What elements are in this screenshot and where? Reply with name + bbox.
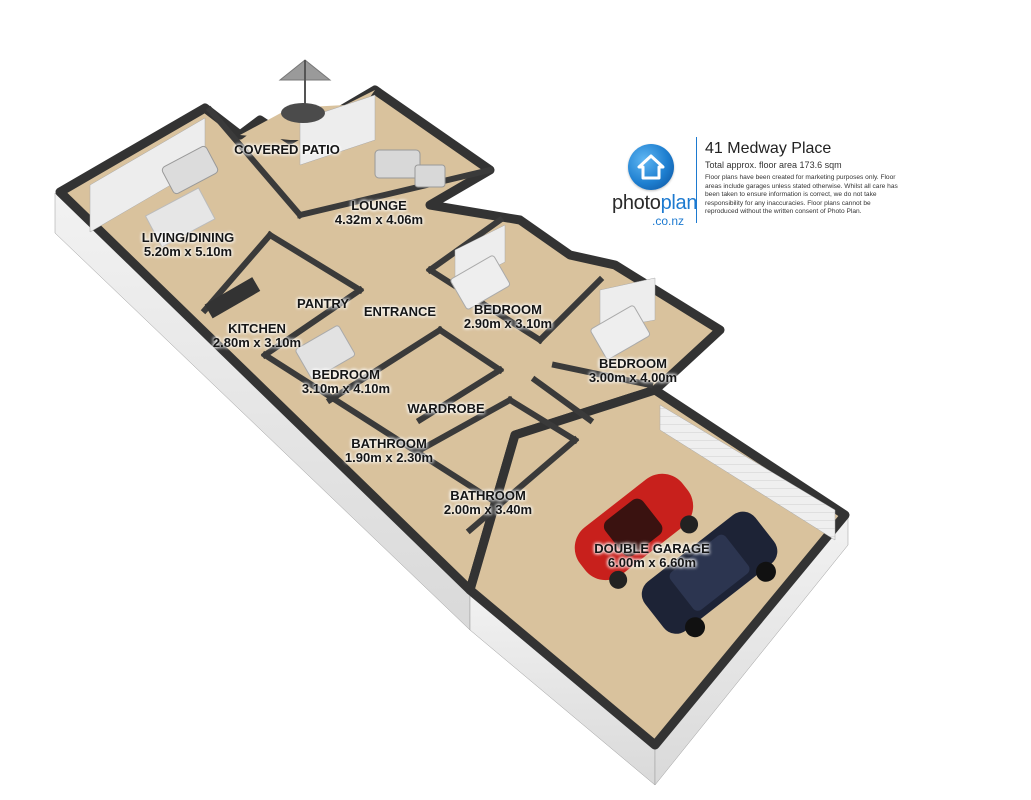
brand-name-prefix: photo — [612, 192, 661, 214]
brand-name-suffix: plan — [660, 192, 698, 214]
room-size: 2.90m x 3.10m — [463, 316, 553, 331]
room-name: PANTRY — [297, 296, 349, 311]
brand-tld: .co.nz — [652, 214, 685, 228]
header-divider — [696, 137, 697, 223]
room-name: DOUBLE GARAGE — [594, 541, 710, 556]
room-name: LOUNGE — [351, 198, 407, 213]
room-label-covered-patio: COVERED PATIO — [234, 143, 340, 157]
room-label-bedroom-3: BEDROOM 3.10m x 4.10m — [302, 368, 390, 396]
photoplan-brand: photoplan .co.nz — [612, 140, 702, 230]
room-size: 2.80m x 3.10m — [212, 335, 302, 350]
room-size: 1.90m x 2.30m — [344, 450, 434, 465]
room-label-bedroom-2: BEDROOM 3.00m x 4.00m — [589, 357, 677, 385]
house-icon — [628, 144, 674, 190]
room-label-bathroom-2: BATHROOM 2.00m x 3.40m — [444, 489, 532, 517]
room-name: KITCHEN — [228, 321, 286, 336]
kitchen-bench-icon — [204, 277, 261, 319]
room-label-living-dining: LIVING/DINING 5.20m x 5.10m — [142, 231, 234, 259]
room-label-lounge: LOUNGE 4.32m x 4.06m — [335, 199, 423, 227]
room-label-kitchen: KITCHEN 2.80m x 3.10m — [213, 322, 301, 350]
room-name: LIVING/DINING — [141, 230, 235, 245]
room-name: BEDROOM — [474, 302, 542, 317]
room-label-wardrobe: WARDROBE — [407, 402, 484, 416]
room-name: BATHROOM — [351, 436, 427, 451]
room-name: BEDROOM — [599, 356, 667, 371]
room-label-bathroom-1: BATHROOM 1.90m x 2.30m — [345, 437, 433, 465]
bed-icon — [295, 255, 651, 380]
room-name: COVERED PATIO — [234, 142, 340, 157]
room-name: WARDROBE — [407, 401, 485, 416]
room-size: 4.32m x 4.06m — [334, 212, 424, 227]
interior-walls — [200, 105, 654, 535]
patio-umbrella-icon — [278, 59, 332, 123]
room-size: 5.20m x 5.10m — [143, 244, 233, 259]
living-sofa-icon — [144, 145, 219, 248]
black-suv-icon — [641, 511, 778, 638]
disclaimer-text: Floor plans have been created for market… — [705, 174, 898, 216]
room-name: BEDROOM — [312, 367, 380, 382]
room-size: 3.00m x 4.00m — [588, 370, 678, 385]
room-label-pantry: PANTRY — [297, 297, 349, 311]
red-car-icon — [574, 473, 699, 589]
room-name: BATHROOM — [450, 488, 526, 503]
property-address: 41 Medway Place — [705, 140, 832, 157]
lounge-sofa-icon — [374, 149, 446, 188]
interior-wall-faces — [89, 94, 836, 541]
room-label-entrance: ENTRANCE — [364, 305, 436, 319]
room-size: 6.00m x 6.60m — [607, 555, 697, 570]
room-size: 3.10m x 4.10m — [301, 381, 391, 396]
room-label-double-garage: DOUBLE GARAGE 6.00m x 6.60m — [594, 542, 710, 570]
room-size: 2.00m x 3.40m — [443, 502, 533, 517]
room-label-bedroom-1: BEDROOM 2.90m x 3.10m — [464, 303, 552, 331]
room-name: ENTRANCE — [363, 304, 437, 319]
floor-area: Total approx. floor area 173.6 sqm — [705, 160, 842, 170]
brand-name: photoplan — [612, 192, 697, 215]
